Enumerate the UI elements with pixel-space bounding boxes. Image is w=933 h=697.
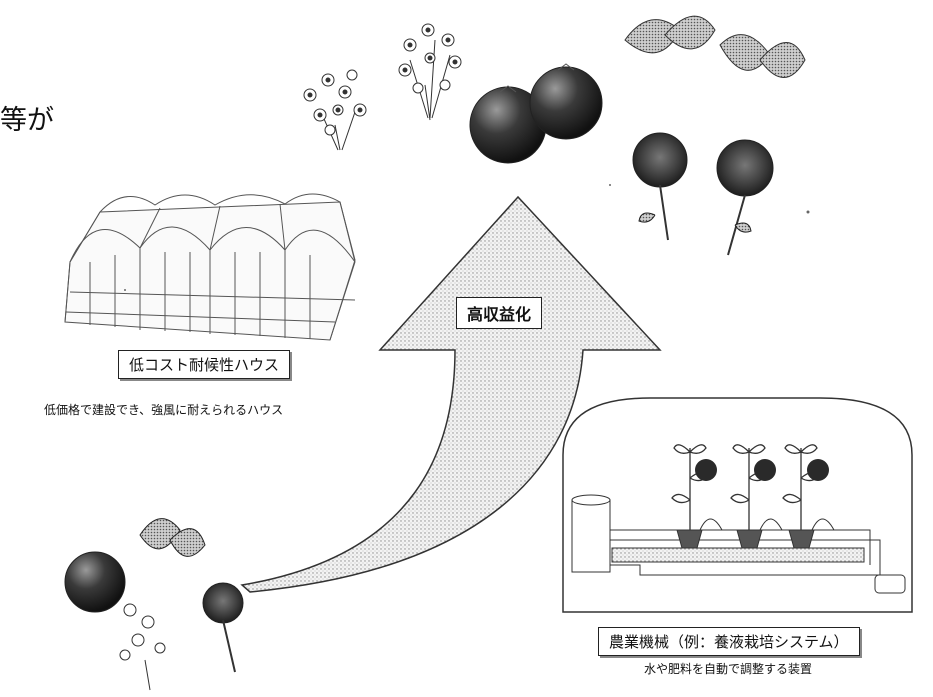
crops-bottom-left xyxy=(64,518,244,691)
partial-heading-text: 等が xyxy=(0,105,54,136)
pump xyxy=(874,574,906,594)
tomatoes-top xyxy=(469,63,603,164)
arrow-label: 高収益化 xyxy=(456,297,543,329)
greenhouse-illustration xyxy=(64,193,356,341)
growth-arrow xyxy=(240,195,662,593)
hydroponics-illustration xyxy=(562,397,913,613)
flower-bouquet-left xyxy=(303,69,367,151)
hydroponics-caption: 水や肥料を自動で調整する装置 xyxy=(644,662,813,676)
hydroponics-title: 農業機械（例：養液栽培システム） xyxy=(598,627,860,656)
speckle-dots xyxy=(124,184,810,291)
growing-bed xyxy=(611,547,865,563)
greenhouse-title: 低コスト耐候性ハウス xyxy=(118,350,291,379)
plant-pots xyxy=(676,529,815,549)
flower-bouquet-center xyxy=(398,23,462,121)
hydroponic-fruits xyxy=(695,459,829,481)
shiso-leaves-top xyxy=(624,15,806,78)
greenhouse-caption: 低価格で建設でき、強風に耐えられるハウス xyxy=(44,403,284,417)
roses-right xyxy=(632,132,774,256)
water-tank xyxy=(571,499,611,573)
